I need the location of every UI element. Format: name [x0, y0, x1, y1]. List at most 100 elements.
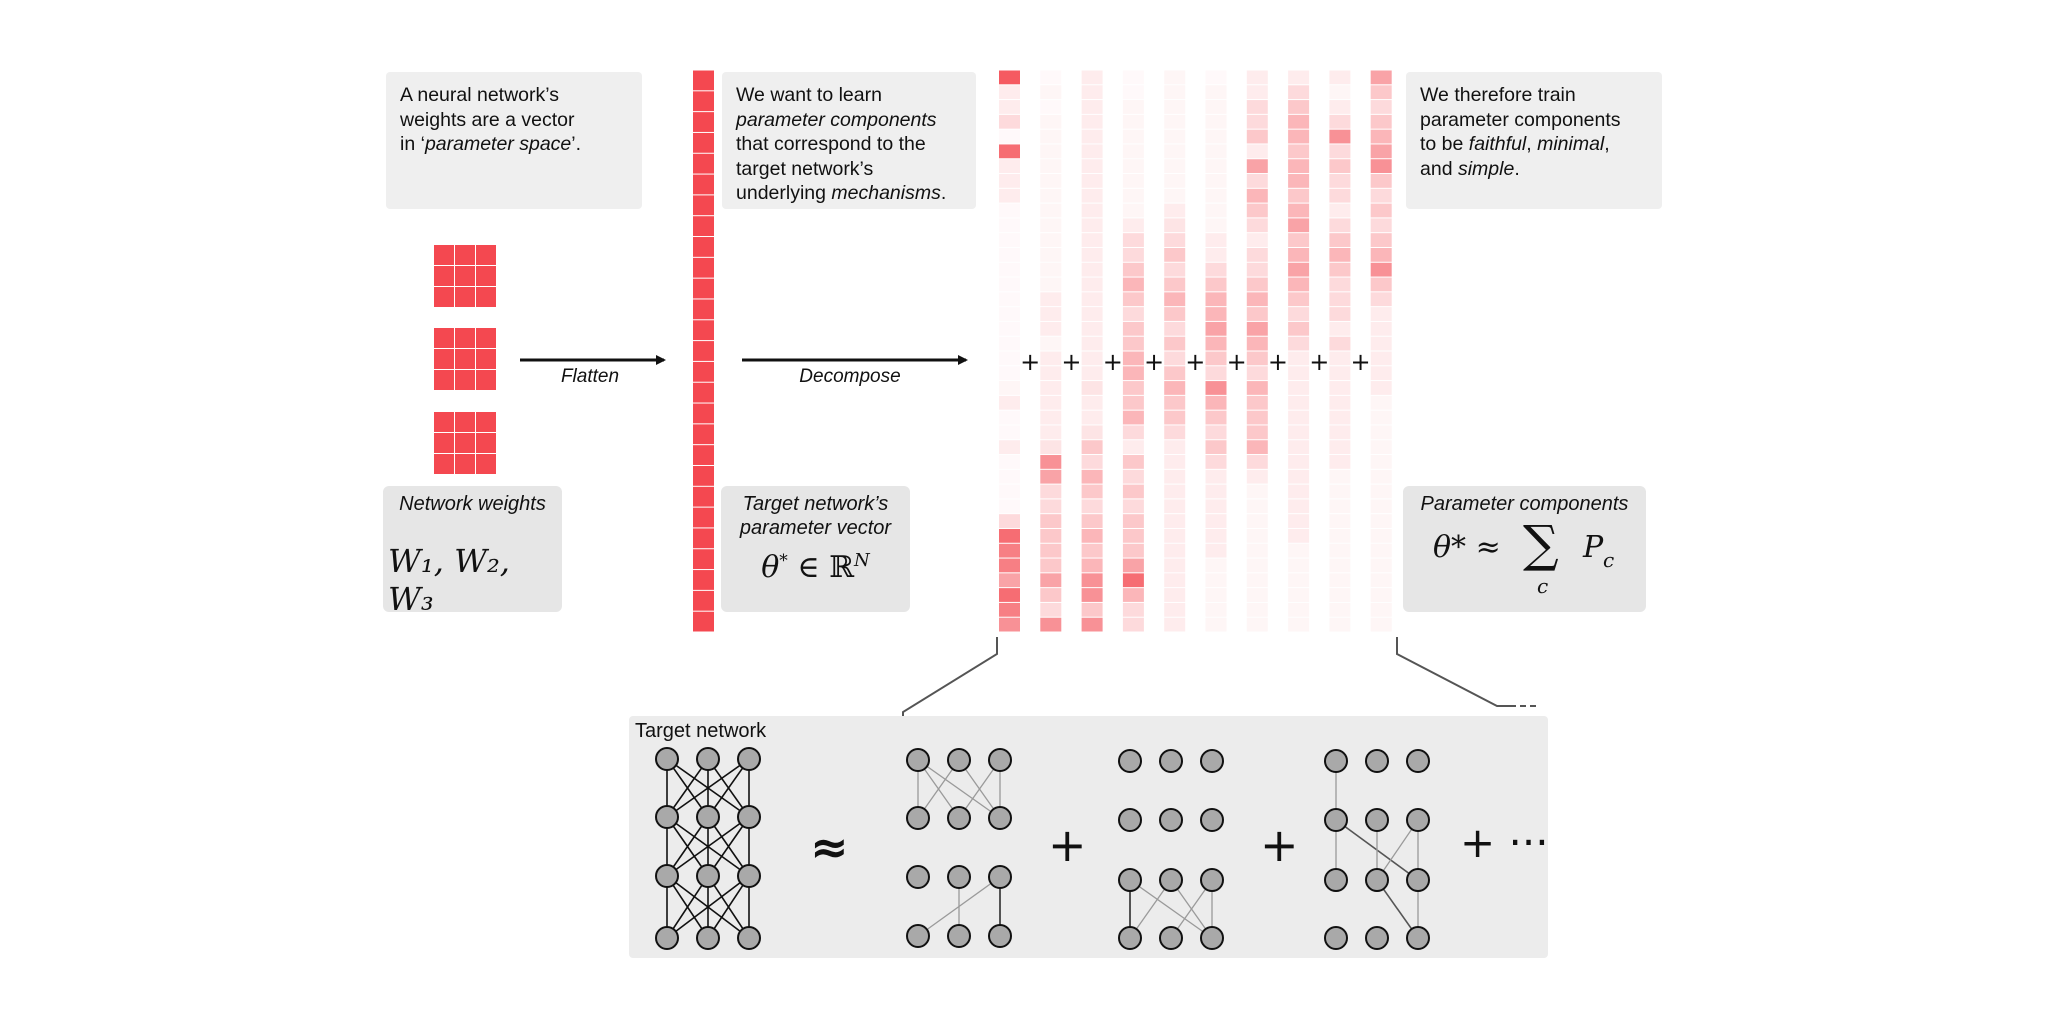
vector-cell	[693, 70, 714, 91]
component-cell	[1329, 218, 1351, 233]
component-cell	[1246, 336, 1268, 351]
component-cell	[1081, 159, 1103, 174]
component-cell	[1329, 247, 1351, 262]
component-cell	[999, 617, 1020, 632]
component-cell	[1329, 455, 1351, 469]
component-cell	[1288, 336, 1310, 351]
parameter-component-columns	[999, 70, 1392, 632]
vector-cell	[693, 257, 714, 278]
component-cell	[1081, 174, 1103, 188]
component-cell	[1246, 425, 1268, 440]
component-cell	[1329, 159, 1351, 174]
component-cell	[1246, 588, 1268, 602]
train-line-2: parameter components	[1420, 108, 1621, 131]
weight-cell	[455, 349, 475, 369]
network-node	[1118, 749, 1142, 773]
component-cell	[1081, 351, 1103, 366]
network-edge	[917, 759, 1001, 819]
component-cell	[1288, 277, 1310, 292]
component-cell	[1040, 100, 1061, 114]
component-cell	[1122, 233, 1144, 247]
component-cell	[1246, 218, 1268, 233]
component-cell	[1205, 617, 1227, 632]
component-cell	[1246, 440, 1268, 455]
component-cell	[1205, 543, 1227, 558]
weight-cell	[434, 245, 454, 265]
component-cell	[1081, 321, 1103, 336]
component-cell	[1246, 558, 1268, 573]
network-weights-caption: Network weights	[399, 493, 546, 515]
component-cell	[1164, 85, 1186, 100]
weight-cell	[455, 454, 475, 474]
component-cell	[1040, 159, 1062, 174]
component-cell	[1288, 455, 1310, 469]
component-cell	[1040, 144, 1062, 159]
component-cell	[1370, 277, 1392, 292]
component-cell	[1288, 484, 1310, 499]
component-cell	[1205, 307, 1227, 321]
component-cell	[1040, 602, 1062, 617]
component-cell	[1040, 499, 1062, 514]
component-cell	[999, 528, 1020, 543]
weight-cell	[455, 245, 475, 265]
component-cell	[1205, 588, 1227, 602]
component-cell	[999, 248, 1020, 262]
component-cell	[1288, 395, 1310, 410]
component-cell	[1329, 484, 1351, 499]
component-cell	[1246, 100, 1268, 114]
network-weights-label: Network weights W₁, W₂, W₃	[383, 486, 562, 618]
component-cell	[1246, 70, 1268, 85]
component-cell	[1205, 602, 1227, 617]
component-cell	[1205, 144, 1227, 159]
component-cell	[1164, 321, 1186, 336]
network-node	[1324, 808, 1348, 832]
component-cell	[1288, 188, 1310, 203]
component-cell	[1164, 366, 1186, 381]
component-cell	[1081, 558, 1103, 573]
vector-cell	[693, 486, 714, 507]
vector-cell	[693, 361, 714, 382]
weight-cell	[476, 433, 496, 453]
network-weights-formula: W₁, W₂, W₃	[388, 542, 510, 618]
vector-cell	[693, 549, 714, 570]
component-cell	[1040, 321, 1062, 336]
component-cell	[1205, 381, 1227, 395]
component-cell	[999, 233, 1020, 247]
component-cell	[1123, 85, 1144, 99]
component-cell	[1329, 351, 1351, 366]
bottom-ellipsis: + ···	[1460, 818, 1549, 867]
vector-cell	[693, 299, 714, 320]
component-cell	[1329, 558, 1351, 573]
component-cell	[1246, 573, 1268, 588]
component-cell	[1164, 602, 1186, 617]
component-cell	[1040, 514, 1062, 528]
vector-cell	[693, 91, 714, 112]
component-cell	[1164, 410, 1186, 425]
network-node	[655, 805, 679, 829]
component-cell	[1205, 484, 1227, 499]
component-cell	[1370, 484, 1392, 499]
component-cell	[1040, 395, 1062, 410]
network-node	[988, 748, 1012, 772]
network-edge	[666, 875, 750, 939]
network-node	[1324, 926, 1348, 950]
component-cell	[1081, 336, 1103, 351]
component-cell	[1122, 395, 1144, 410]
component-cell	[1164, 114, 1186, 129]
component-cell	[1370, 440, 1392, 455]
component-cell	[1246, 307, 1268, 321]
component-cell	[1288, 159, 1310, 174]
flatten-label: Flatten	[560, 366, 620, 387]
component-cell	[1370, 159, 1392, 174]
component-cell	[1205, 85, 1227, 100]
component-cell	[1370, 174, 1392, 188]
component-cell	[1040, 233, 1062, 247]
component-cell	[1205, 528, 1227, 543]
component-cell	[1205, 455, 1227, 469]
component-cell	[1081, 543, 1103, 558]
zoom-line-right	[1396, 637, 1510, 707]
component-cell	[1122, 469, 1144, 484]
component-cell	[1329, 203, 1351, 218]
component-cell	[999, 602, 1020, 617]
weight-cell	[434, 454, 454, 474]
